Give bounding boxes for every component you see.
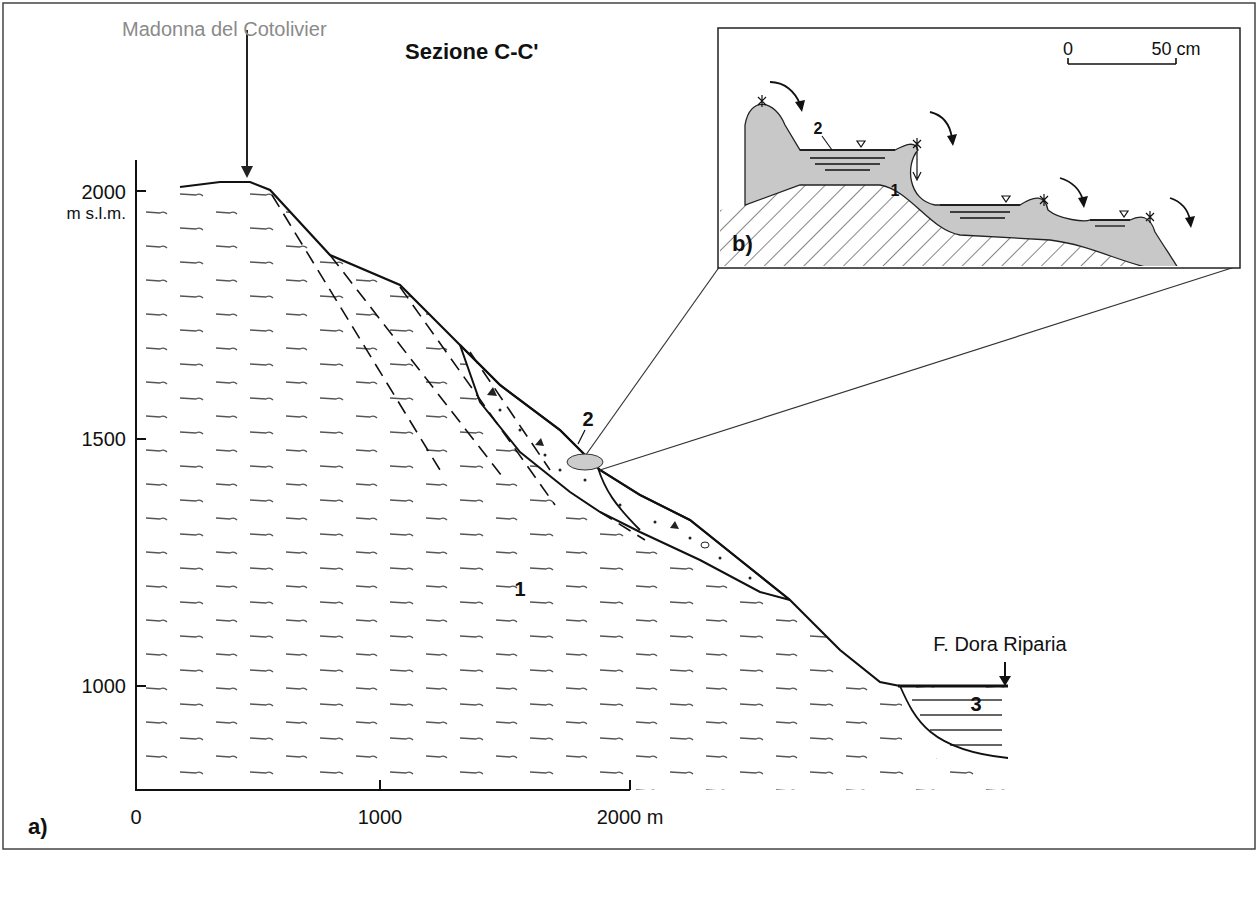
axes: [136, 160, 630, 790]
callout-number: 1: [514, 578, 525, 600]
river-surface: [898, 685, 1008, 688]
place-name: Madonna del Cotolivier: [122, 18, 327, 40]
dashed-surfaces: [272, 195, 645, 540]
inset-frame: [718, 28, 1240, 268]
callout-number: 3: [970, 693, 981, 715]
callout-number: 2: [582, 408, 593, 430]
section-title: Sezione C-C': [405, 40, 539, 64]
panel-label: b): [732, 232, 753, 256]
label-leader: [822, 136, 832, 150]
river-alluvium: [902, 688, 1008, 758]
panel-label: a): [28, 815, 48, 839]
river-name: F. Dora Riparia: [933, 633, 1066, 655]
inner-slip-surface: [598, 468, 640, 530]
flow-arrows: [770, 82, 1190, 220]
axis-tick-label: 2000 m: [597, 806, 664, 828]
scale-value: 0: [1063, 40, 1073, 60]
peak-arrowhead: [241, 166, 253, 178]
seepage-arrow: [913, 152, 921, 180]
label-leader: [578, 430, 585, 444]
axis-unit: m s.l.m.: [67, 205, 127, 224]
peak-arrow: [246, 30, 248, 170]
inset-soil: [745, 104, 1178, 266]
outer-frame: [3, 3, 1255, 849]
pond-water: [800, 150, 1130, 226]
river-arrowhead: [999, 676, 1011, 686]
axis-tick-label: 1000: [82, 675, 127, 697]
alluvium-lines: [912, 700, 1002, 745]
plant-symbols: [758, 95, 1154, 223]
callout-number: 1: [891, 182, 900, 200]
axis-tick-label: 2000: [82, 181, 127, 203]
callout-number: 2: [814, 120, 823, 138]
scale-value: 50 cm: [1151, 40, 1200, 60]
inset-location: [567, 454, 603, 470]
flow-arrowheads: [795, 100, 1195, 228]
axis-tick-label: 0: [130, 806, 141, 828]
axis-tick-label: 1500: [82, 428, 127, 450]
axis-tick-label: 1000: [358, 806, 403, 828]
river-bed: [900, 686, 1008, 758]
inset-leader-lines: [578, 266, 1238, 470]
water-level-marks: [857, 141, 1128, 217]
